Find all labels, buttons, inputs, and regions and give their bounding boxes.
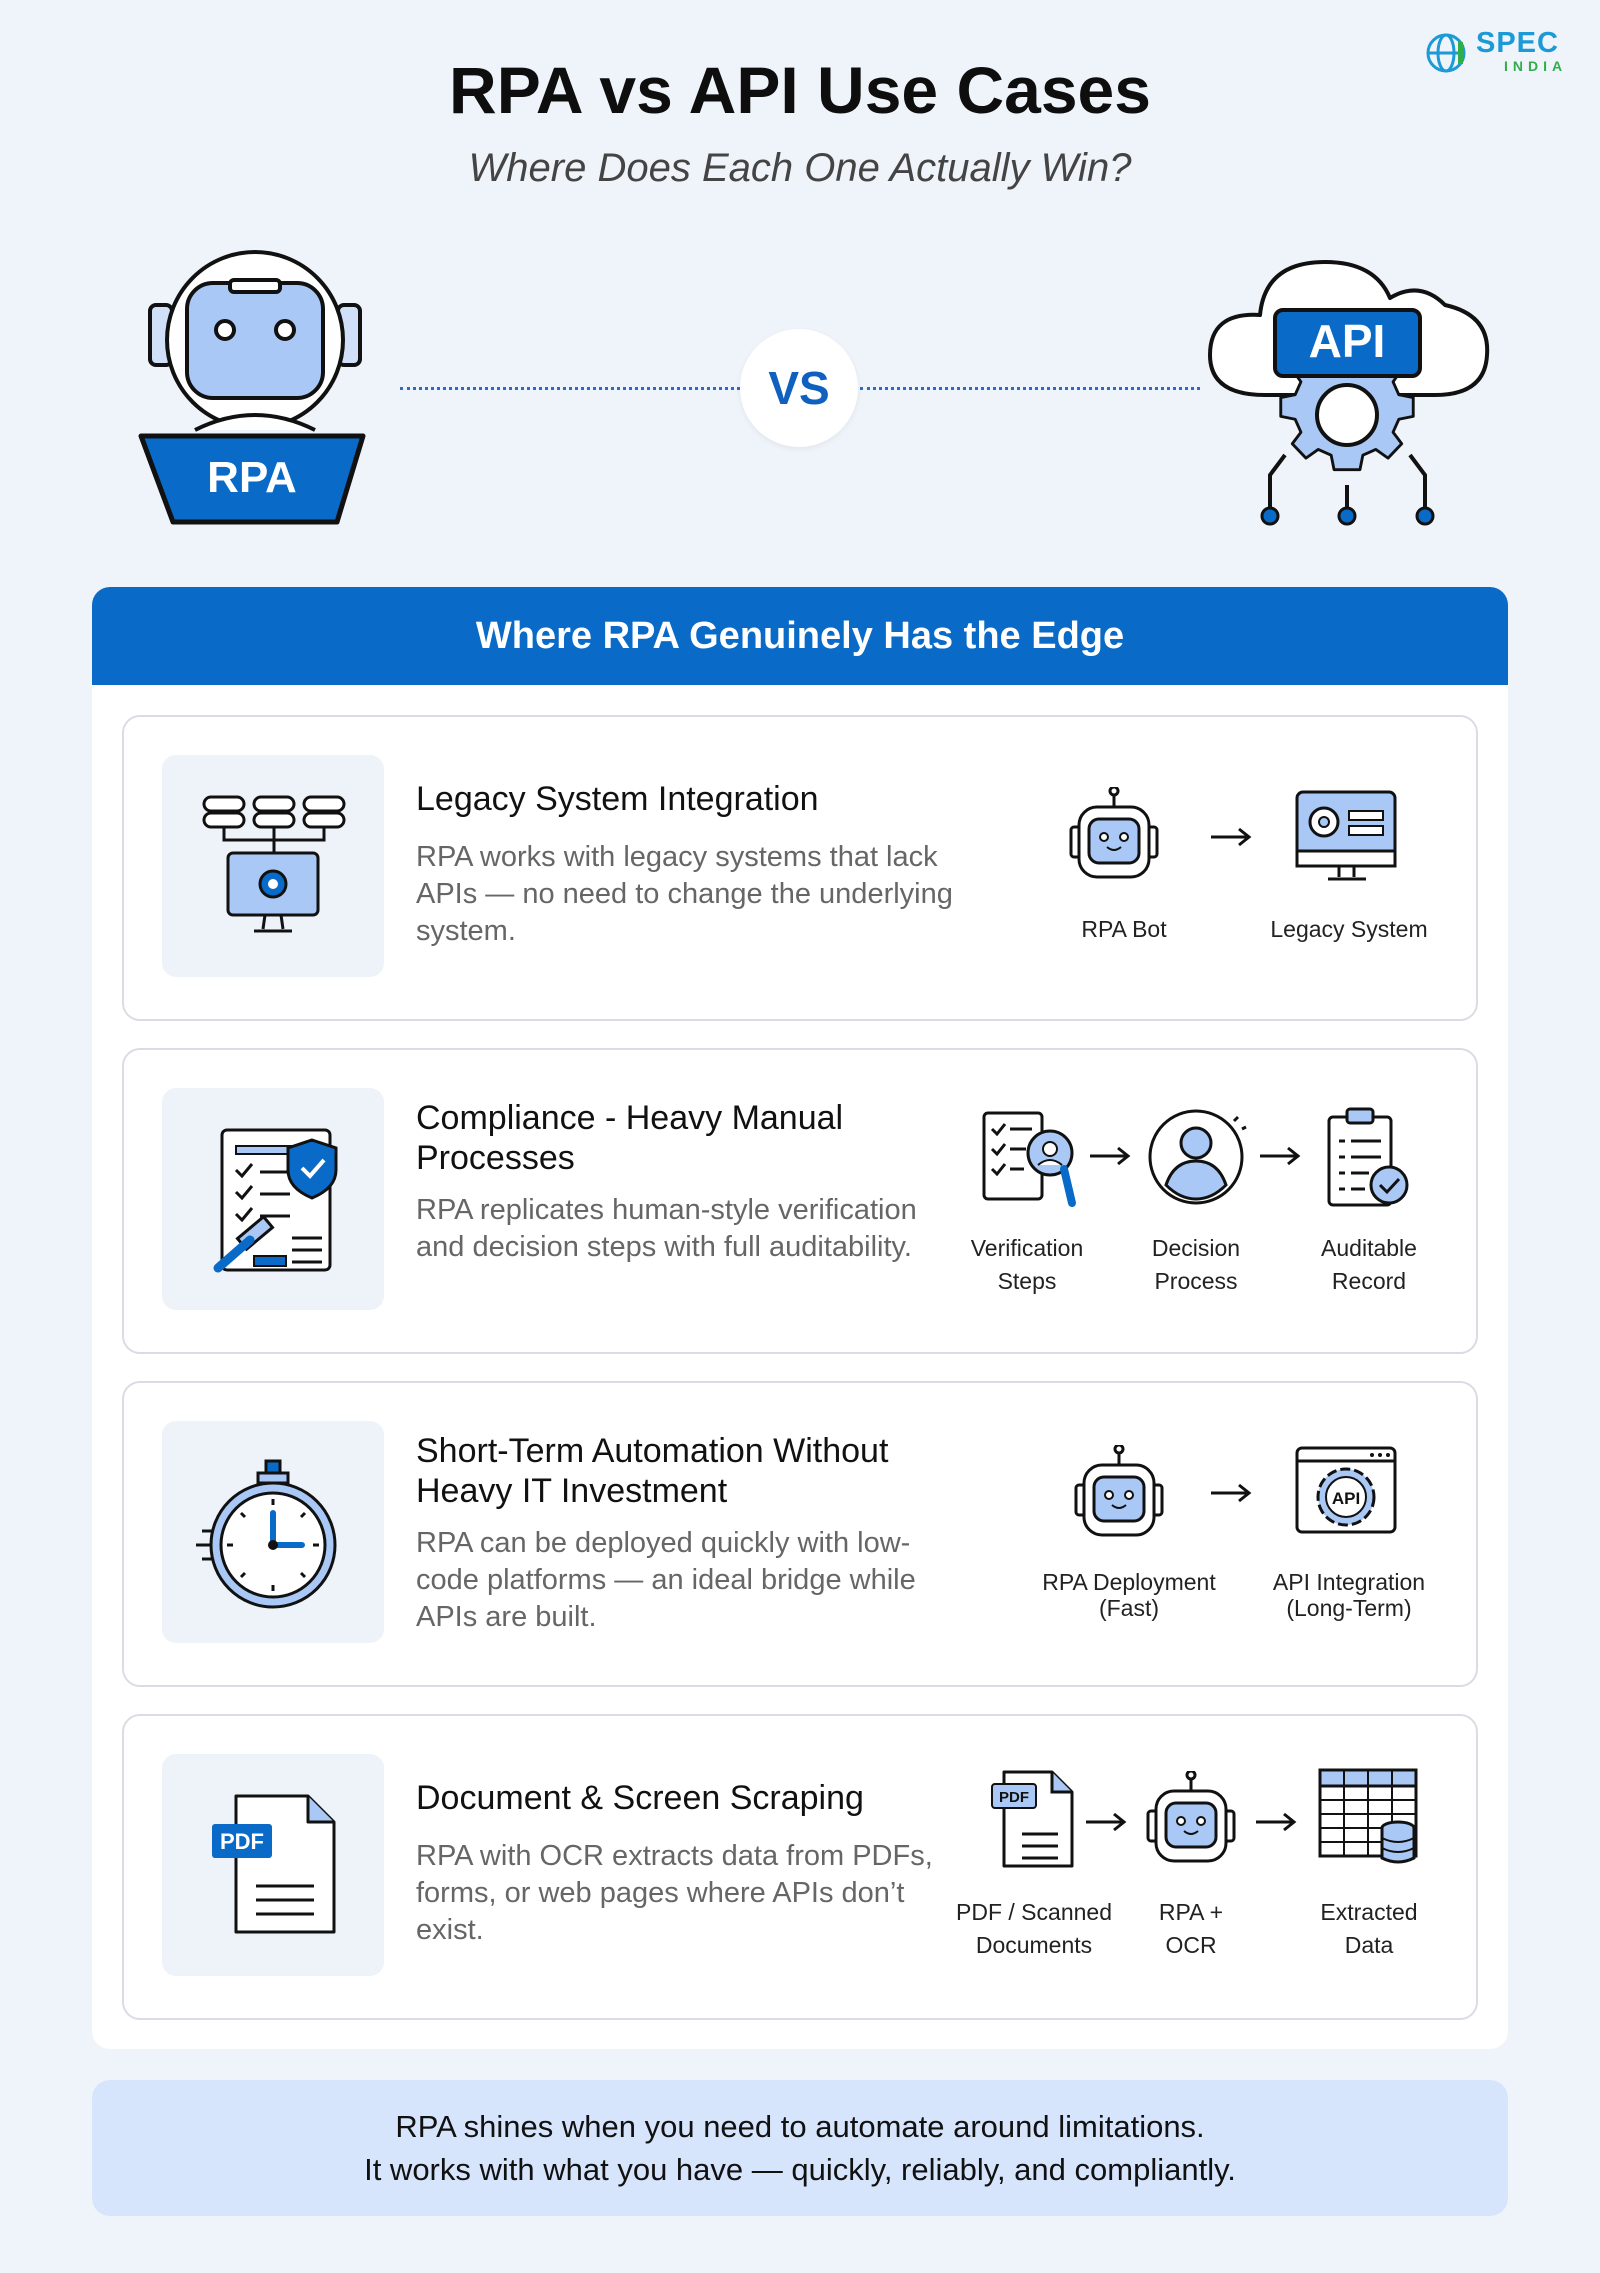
- flow-label: RPA Bot: [1081, 916, 1167, 942]
- summary-line-2: It works with what you have — quickly, r…: [364, 2152, 1236, 2187]
- flow-label: Decision Process: [1151, 1235, 1241, 1294]
- card-document-scraping: PDF Document & Screen Scraping RPA with …: [122, 1714, 1478, 2020]
- page-title: RPA vs API Use Cases: [449, 53, 1151, 127]
- api-cloud-gear-icon: API: [1208, 260, 1490, 526]
- rpa-edge-panel: Where RPA Genuinely Has the Edge Legacy …: [92, 587, 1508, 2049]
- arrow-right-icon: [1260, 1146, 1301, 1166]
- arrow-right-icon: [1256, 1812, 1297, 1832]
- flow-label: Extracted Data: [1320, 1899, 1418, 1958]
- flow-label: Auditable Record: [1321, 1235, 1417, 1294]
- compliance-document-shield-icon: [162, 1088, 384, 1310]
- arrow-right-icon: [1211, 827, 1252, 847]
- card-legacy-integration: Legacy System Integration RPA works with…: [122, 715, 1478, 1021]
- vs-badge: VS: [740, 329, 858, 447]
- card-description: RPA with OCR extracts data from PDFs, fo…: [416, 1840, 933, 1946]
- card-title: Document & Screen Scraping: [416, 1779, 864, 1817]
- verification-checklist-icon: [982, 1111, 1076, 1207]
- card-description: RPA can be deployed quickly with low-cod…: [416, 1527, 916, 1633]
- pdf-document-icon: PDF: [162, 1754, 384, 1976]
- api-badge-text: API: [1332, 1489, 1360, 1508]
- dotted-connector-right: [860, 387, 1200, 390]
- flow-label: RPA Deployment (Fast): [1042, 1569, 1216, 1621]
- card-title: Compliance - Heavy Manual Processes: [416, 1099, 844, 1177]
- arrow-right-icon: [1211, 1483, 1252, 1503]
- arrow-right-icon: [1090, 1146, 1131, 1166]
- pdf-badge-text: PDF: [220, 1829, 264, 1854]
- extracted-data-table-icon: [1318, 1768, 1418, 1864]
- svg-text:PDF: PDF: [999, 1789, 1029, 1806]
- spec-india-logo: SPEC INDIA: [1424, 26, 1584, 78]
- rpa-bot-icon: [1069, 787, 1159, 879]
- card-short-term-automation: Short-Term Automation Without Heavy IT I…: [122, 1381, 1478, 1687]
- auditable-clipboard-icon: [1327, 1107, 1409, 1207]
- api-integration-window-icon: API: [1295, 1446, 1397, 1534]
- stopwatch-icon: [162, 1421, 384, 1643]
- card-title: Legacy System Integration: [416, 780, 819, 818]
- flow-label: API Integration (Long-Term): [1272, 1569, 1426, 1621]
- page-subtitle: Where Does Each One Actually Win?: [468, 146, 1132, 190]
- rpa-ocr-bot-icon: [1146, 1771, 1236, 1863]
- rpa-label: RPA: [207, 453, 297, 502]
- rpa-deployment-bot-icon: [1074, 1445, 1164, 1537]
- section-title: Where RPA Genuinely Has the Edge: [92, 587, 1508, 685]
- arrow-right-icon: [1086, 1812, 1127, 1832]
- flow-label: Verification Steps: [970, 1235, 1084, 1294]
- logo-brand: SPEC: [1476, 27, 1559, 59]
- api-label: API: [1309, 315, 1386, 367]
- dotted-connector-left: [400, 387, 740, 390]
- flow-label: Legacy System: [1270, 916, 1428, 942]
- summary-banner: RPA shines when you need to automate aro…: [92, 2080, 1508, 2216]
- summary-line-1: RPA shines when you need to automate aro…: [395, 2109, 1205, 2144]
- flow-label: PDF / Scanned Documents: [956, 1899, 1112, 1958]
- scanned-pdf-icon: PDF: [991, 1770, 1074, 1868]
- legacy-monitor-icon: [1295, 790, 1397, 881]
- logo-sub: INDIA: [1504, 58, 1568, 74]
- card-title: Short-Term Automation Without Heavy IT I…: [416, 1432, 889, 1510]
- legacy-servers-monitor-icon: [162, 755, 384, 977]
- rpa-robot-icon: RPA: [138, 250, 366, 525]
- globe-icon: [1426, 33, 1466, 73]
- card-compliance: Compliance - Heavy Manual Processes RPA …: [122, 1048, 1478, 1354]
- decision-person-icon: [1148, 1109, 1247, 1205]
- flow-label: RPA + OCR: [1158, 1899, 1224, 1958]
- card-description: RPA works with legacy systems that lack …: [416, 841, 953, 947]
- card-description: RPA replicates human-style verification …: [416, 1194, 917, 1263]
